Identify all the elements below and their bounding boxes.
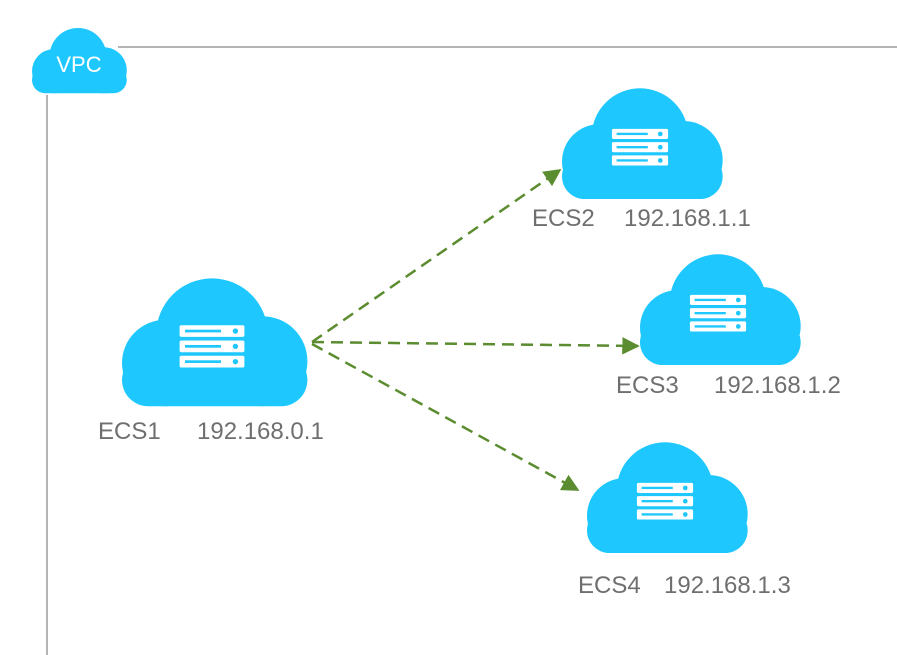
vpc-cloud-icon: [32, 27, 127, 94]
cloud-server-icon: [587, 442, 748, 554]
link-ecs1-ecs3: [311, 337, 640, 355]
link-ecs1-ecs2: [311, 168, 562, 344]
node-ip: 192.168.0.1: [197, 418, 324, 445]
link-ecs1-ecs4: [311, 342, 580, 492]
node-name: ECS1: [98, 418, 161, 445]
node-ip: 192.168.1.1: [624, 205, 751, 232]
node-name: ECS2: [532, 205, 595, 232]
node-ecs2: ECS2 192.168.1.1: [532, 88, 751, 232]
node-ip: 192.168.1.2: [714, 372, 841, 399]
node-ip: 192.168.1.3: [664, 572, 791, 599]
node-name: ECS4: [578, 572, 641, 599]
vpc-label: VPC: [56, 52, 101, 77]
node-ecs4: ECS4 192.168.1.3: [578, 442, 791, 599]
node-ecs1: ECS1 192.168.0.1: [98, 278, 324, 445]
cloud-server-icon: [640, 254, 801, 366]
node-ecs3: ECS3 192.168.1.2: [616, 254, 841, 399]
node-name: ECS3: [616, 372, 679, 399]
cloud-server-icon: [122, 278, 308, 407]
cloud-server-icon: [562, 88, 723, 200]
